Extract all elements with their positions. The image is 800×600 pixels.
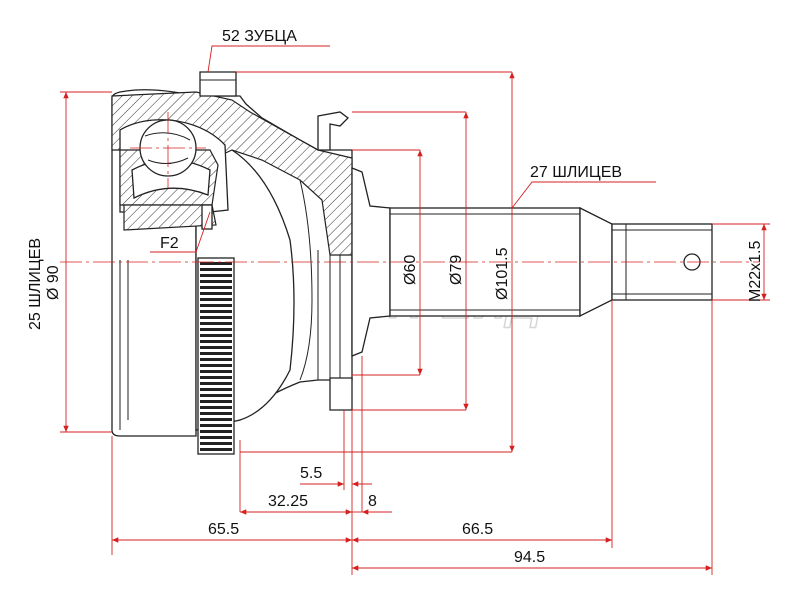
- abs-ring-tooth: [200, 430, 232, 433]
- abs-ring-tooth: [200, 328, 232, 331]
- joint-housing: [111, 71, 353, 437]
- abs-ring-tooth: [200, 316, 232, 319]
- abs-ring-tooth: [200, 340, 232, 343]
- abs-ring-tooth: [200, 268, 232, 271]
- abs-ring-tooth: [200, 364, 232, 367]
- abs-ring-tooth: [200, 394, 232, 397]
- abs-ring-tooth: [200, 442, 232, 445]
- d101-label: Ø101.5: [494, 247, 511, 300]
- abs-ring-tooth: [200, 274, 232, 277]
- abs-ring-tooth: [200, 448, 232, 451]
- abs-ring-tooth: [200, 388, 232, 391]
- abs-ring-tooth: [200, 406, 232, 409]
- dim-5-5: 5.5: [300, 465, 322, 482]
- abs-ring-tooth: [200, 382, 232, 385]
- dim-65-5: 65.5: [208, 521, 239, 538]
- dim-66-5: 66.5: [462, 521, 493, 538]
- abs-ring-tooth: [200, 352, 232, 355]
- abs-ring-tooth: [200, 412, 232, 415]
- abs-ring-tooth: [200, 292, 232, 295]
- d79-label: Ø79: [448, 255, 465, 285]
- abs-ring-tooth: [200, 280, 232, 283]
- d60-label: Ø60: [402, 255, 419, 285]
- abs-ring-tooth: [200, 310, 232, 313]
- abs-ring: [197, 257, 235, 455]
- dim-8: 8: [368, 493, 377, 510]
- abs-ring-tooth: [200, 346, 232, 349]
- abs-ring-tooth: [200, 436, 232, 439]
- dimensions: [60, 45, 770, 575]
- inner-diameter-label: Ø 90: [45, 265, 62, 300]
- abs-ring-tooth: [200, 334, 232, 337]
- abs-ring-tooth: [200, 370, 232, 373]
- outer-splines-label: 27 ШЛИЦЕВ: [530, 164, 622, 181]
- thread-label: M22x1.5: [747, 241, 764, 302]
- abs-ring-tooth: [200, 304, 232, 307]
- abs-ring-tooth: [200, 286, 232, 289]
- teeth-label: 52 ЗУБЦА: [222, 28, 297, 45]
- abs-ring-tooth: [200, 418, 232, 421]
- abs-ring-tooth: [200, 322, 232, 325]
- ball-label: F2: [160, 235, 179, 252]
- abs-ring-tooth: [200, 262, 232, 265]
- abs-ring-tooth: [200, 358, 232, 361]
- abs-ring-tooth: [200, 424, 232, 427]
- abs-ring-tooth: [200, 376, 232, 379]
- dim-32-25: 32.25: [268, 493, 308, 510]
- abs-ring-tooth: [200, 400, 232, 403]
- dim-94-5: 94.5: [514, 549, 545, 566]
- inner-splines-label: 25 ШЛИЦЕВ: [27, 238, 44, 330]
- abs-ring-tooth: [200, 298, 232, 301]
